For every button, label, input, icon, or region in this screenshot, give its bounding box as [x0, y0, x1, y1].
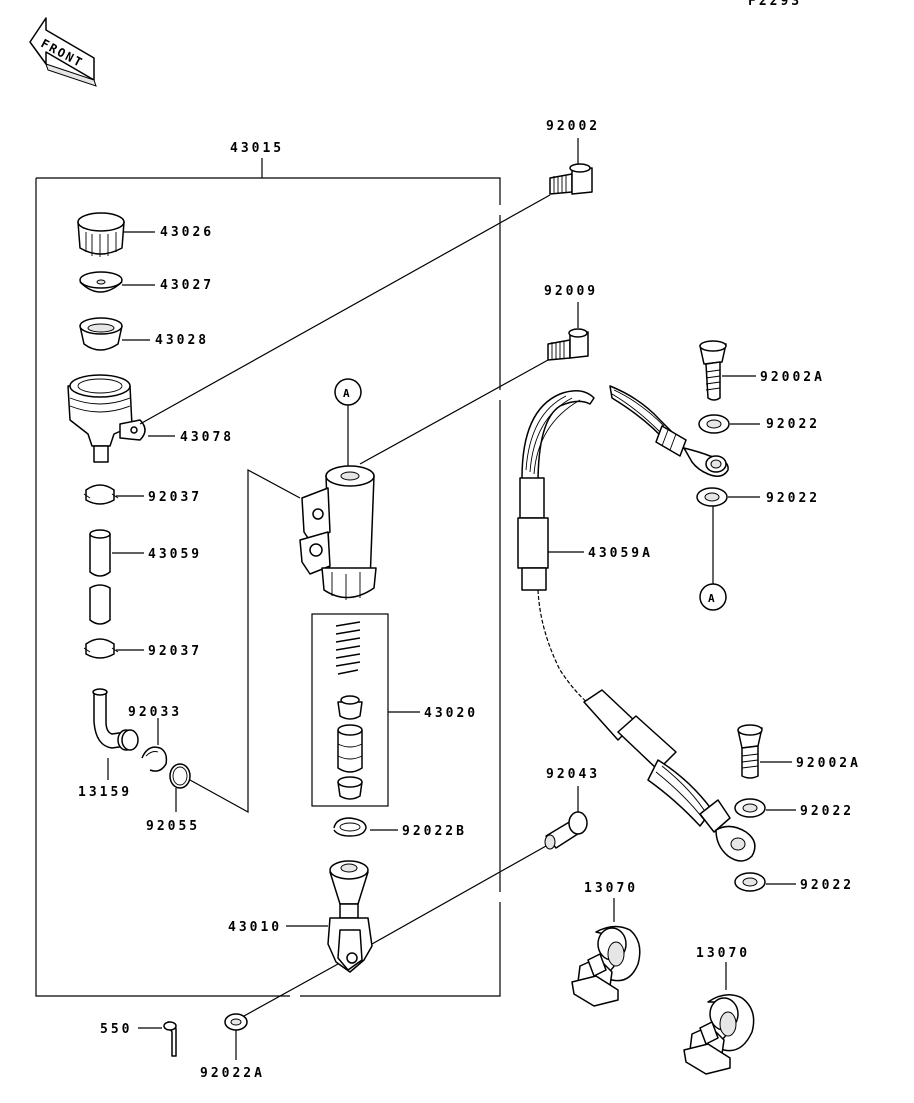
piston-cup [337, 776, 363, 800]
label-43059: 43059 [148, 547, 202, 562]
spring-seat [337, 695, 363, 720]
label-43027: 43027 [160, 278, 214, 293]
hose-clamp-2 [683, 994, 755, 1075]
front-arrow-icon: FRONT [29, 17, 97, 87]
brake-hose [517, 385, 756, 862]
label-92002A-lower: 92002A [796, 756, 861, 771]
bolt-top [549, 163, 593, 195]
gasket-4 [734, 872, 766, 892]
circlip [333, 817, 367, 837]
circlip-small [141, 746, 168, 772]
clamp-upper [83, 484, 119, 505]
clevis-pin [544, 811, 588, 850]
diaphragm [79, 317, 123, 351]
svg-text:A: A [708, 592, 715, 605]
label-43059A: 43059A [588, 546, 653, 561]
piston-kit-box [311, 613, 389, 807]
label-43078: 43078 [180, 430, 234, 445]
pushrod [327, 860, 373, 973]
label-92043: 92043 [546, 767, 600, 782]
label-43015: 43015 [230, 141, 284, 156]
label-92022-1: 92022 [766, 417, 820, 432]
svg-text:A: A [343, 387, 350, 400]
label-13159: 13159 [78, 785, 132, 800]
cotter-pin [163, 1021, 177, 1057]
master-cylinder-body [299, 465, 377, 600]
label-13070-1: 13070 [584, 881, 638, 896]
label-92002A-upper: 92002A [760, 370, 825, 385]
label-92022B: 92022B [402, 824, 467, 839]
label-92055: 92055 [146, 819, 200, 834]
label-43010: 43010 [228, 920, 282, 935]
hose-clamp-1 [571, 925, 641, 1007]
label-550: 550 [100, 1022, 132, 1037]
banjo-bolt-upper [699, 340, 727, 401]
label-43020: 43020 [424, 706, 478, 721]
spring [335, 621, 361, 675]
reservoir-cap [77, 212, 125, 257]
clamp-lower [83, 638, 119, 659]
label-92022-2: 92022 [766, 491, 820, 506]
bolt-mid [547, 328, 589, 361]
ref-marker-a-right: A [699, 583, 727, 611]
figure-id: F2293 [748, 0, 802, 9]
label-43026: 43026 [160, 225, 214, 240]
label-92037-upper: 92037 [148, 490, 202, 505]
label-92022-4: 92022 [800, 878, 854, 893]
label-92022A-bottom: 92022A [200, 1066, 265, 1081]
banjo-bolt-lower [737, 724, 763, 779]
gasket-1 [698, 414, 730, 434]
label-92037-lower: 92037 [148, 644, 202, 659]
oring [169, 763, 191, 789]
label-92022-3: 92022 [800, 804, 854, 819]
label-92002: 92002 [546, 119, 600, 134]
label-43028: 43028 [155, 333, 209, 348]
reservoir [67, 374, 146, 463]
label-92009: 92009 [544, 284, 598, 299]
gasket-2 [696, 487, 728, 507]
gasket-3 [734, 798, 766, 818]
ref-marker-a-top: A [334, 378, 362, 406]
assembly-bracket [35, 158, 501, 997]
label-92033: 92033 [128, 705, 182, 720]
elbow-fitting [92, 688, 139, 751]
washer-bottom [224, 1013, 248, 1031]
hose-upper [89, 529, 111, 625]
label-13070-2: 13070 [696, 946, 750, 961]
diaphragm-plate [79, 271, 123, 293]
piston [337, 724, 363, 773]
